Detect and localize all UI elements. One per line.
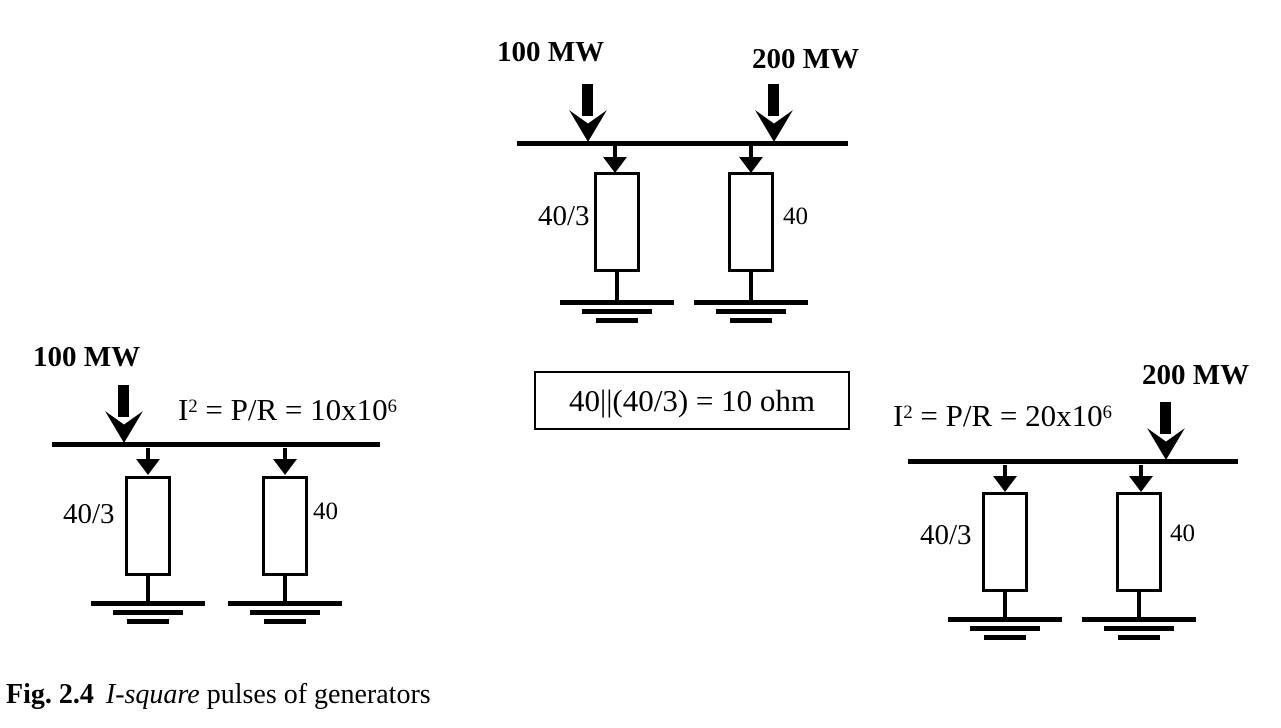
ground-wire bbox=[1137, 590, 1141, 619]
ground-symbol-icon bbox=[1082, 617, 1196, 640]
injection-label-100mw: 100 MW bbox=[33, 341, 141, 373]
power-injection-arrow-icon bbox=[105, 385, 143, 443]
resistor-value-label: 40 bbox=[783, 203, 808, 230]
injection-label-200mw: 200 MW bbox=[1142, 359, 1250, 391]
ground-symbol-icon bbox=[228, 601, 342, 624]
resistor-40-3 bbox=[125, 476, 171, 576]
figure-caption: Fig. 2.4 I-square pulses of generators bbox=[6, 678, 431, 712]
bus-bar bbox=[517, 141, 848, 146]
resistor-40 bbox=[1116, 492, 1162, 592]
power-injection-arrow-icon bbox=[1147, 402, 1185, 460]
equation-body: = P/R = 20x10 bbox=[912, 398, 1103, 433]
equation-body: = P/R = 10x10 bbox=[197, 392, 388, 427]
ground-symbol-icon bbox=[694, 300, 808, 323]
load-flow-arrow-icon bbox=[739, 146, 763, 173]
isquare-equation: I2 = P/R = 10x106 bbox=[178, 394, 397, 425]
figure-number: Fig. 2.4 bbox=[6, 679, 94, 710]
resistor-40-3 bbox=[982, 492, 1028, 592]
resistor-40 bbox=[728, 172, 774, 272]
resistor-value-label: 40/3 bbox=[920, 519, 972, 551]
ground-symbol-icon bbox=[948, 617, 1062, 640]
equation-exponent: 6 bbox=[387, 395, 397, 417]
bus-bar bbox=[52, 442, 380, 447]
ground-wire bbox=[283, 574, 287, 603]
load-flow-arrow-icon bbox=[603, 146, 627, 173]
load-flow-arrow-icon bbox=[136, 448, 160, 475]
resistor-40-3 bbox=[594, 172, 640, 272]
ground-wire bbox=[615, 270, 619, 302]
ground-symbol-icon bbox=[91, 601, 205, 624]
equation-superscript: 2 bbox=[188, 395, 198, 417]
power-injection-arrow-icon bbox=[755, 84, 793, 142]
resistor-40 bbox=[262, 476, 308, 576]
figure-title-rest: pulses of generators bbox=[199, 679, 431, 710]
isquare-equation: I2 = P/R = 20x106 bbox=[893, 400, 1112, 431]
injection-label-100mw: 100 MW bbox=[497, 36, 605, 68]
resistor-value-label: 40 bbox=[1170, 520, 1195, 547]
bus-bar bbox=[908, 459, 1238, 464]
ground-symbol-icon bbox=[560, 300, 674, 323]
load-flow-arrow-icon bbox=[273, 448, 297, 475]
resistor-value-label: 40 bbox=[313, 498, 338, 525]
ground-wire bbox=[146, 574, 150, 603]
resistor-value-label: 40/3 bbox=[63, 498, 115, 530]
power-injection-arrow-icon bbox=[569, 84, 607, 142]
resistor-value-label: 40/3 bbox=[538, 200, 590, 232]
load-flow-arrow-icon bbox=[993, 465, 1017, 492]
equivalent-resistance-box: 40||(40/3) = 10 ohm bbox=[534, 371, 850, 430]
equation-base: I bbox=[893, 398, 904, 433]
equation-base: I bbox=[178, 392, 189, 427]
load-flow-arrow-icon bbox=[1129, 465, 1153, 492]
figure-title-italic: I-square bbox=[105, 679, 200, 710]
ground-wire bbox=[1003, 590, 1007, 619]
ground-wire bbox=[749, 270, 753, 302]
equation-exponent: 6 bbox=[1102, 401, 1112, 423]
equation-superscript: 2 bbox=[903, 401, 913, 423]
injection-label-200mw: 200 MW bbox=[752, 43, 860, 75]
